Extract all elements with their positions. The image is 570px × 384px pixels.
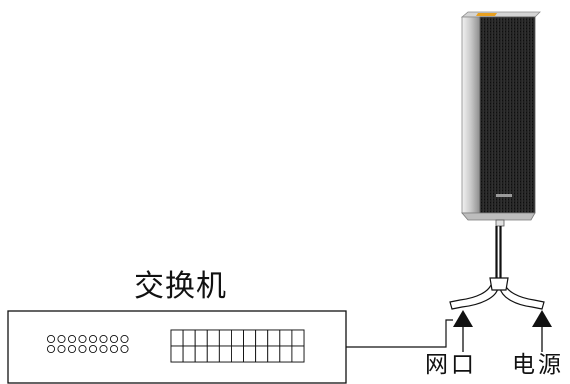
network-cable-branch [449,280,499,310]
switch-port [218,345,232,363]
network-port-label: 网口 [425,352,477,378]
switch-led [109,344,119,354]
switch-port [218,329,232,347]
switch-led [78,334,87,344]
switch-port [194,329,208,347]
switch-led [120,334,129,344]
switch-led [46,334,56,344]
switch-ports [170,329,305,363]
switch-led [67,344,77,354]
switch-led [109,334,119,344]
switch-port [206,329,220,347]
speaker-top-cap [460,11,541,18]
speaker-bottom-cap [461,212,536,221]
switch-port [255,329,269,347]
switch-led [99,344,108,354]
switch-port [255,345,269,363]
switch-led [99,334,108,344]
switch-port [267,345,281,363]
switch-led [57,344,66,354]
switch-port [182,345,196,363]
switch-port [182,329,196,347]
switch-port [243,329,257,347]
speaker-mount [495,219,505,227]
speaker-logo-badge [496,194,512,197]
switch-port [267,329,281,347]
switch-port [206,345,220,363]
power-arrow [532,310,552,327]
switch-label: 交换机 [134,269,227,304]
power-cable-branch [499,280,545,310]
switch-led [78,344,87,354]
switch-port [231,345,244,363]
switch-port [279,329,293,347]
switch-port [291,329,305,347]
connectors [453,310,552,352]
network-port-arrow [453,310,473,327]
speaker-top-accent [476,13,497,16]
switch-led [57,334,66,344]
switch-port [194,345,208,363]
switch-led [88,334,98,344]
switch-led [67,334,77,344]
speaker-grille [479,16,536,214]
switch-port [170,345,184,363]
switch-led [88,344,98,354]
cable-splitter [489,277,509,291]
switch-port [170,329,184,347]
network-switch [7,310,347,384]
speaker-side-panel [461,16,481,214]
switch-port [279,345,293,363]
switch-leds [46,334,129,354]
switch-to-network-line [346,319,453,348]
switch-led [120,344,129,354]
power-label: 电源 [512,352,564,378]
speaker-cables [449,226,545,310]
switch-port [231,329,244,347]
switch-port [291,345,305,363]
switch-port [243,345,257,363]
switch-led [46,344,56,354]
column-speaker-icon [460,11,541,227]
